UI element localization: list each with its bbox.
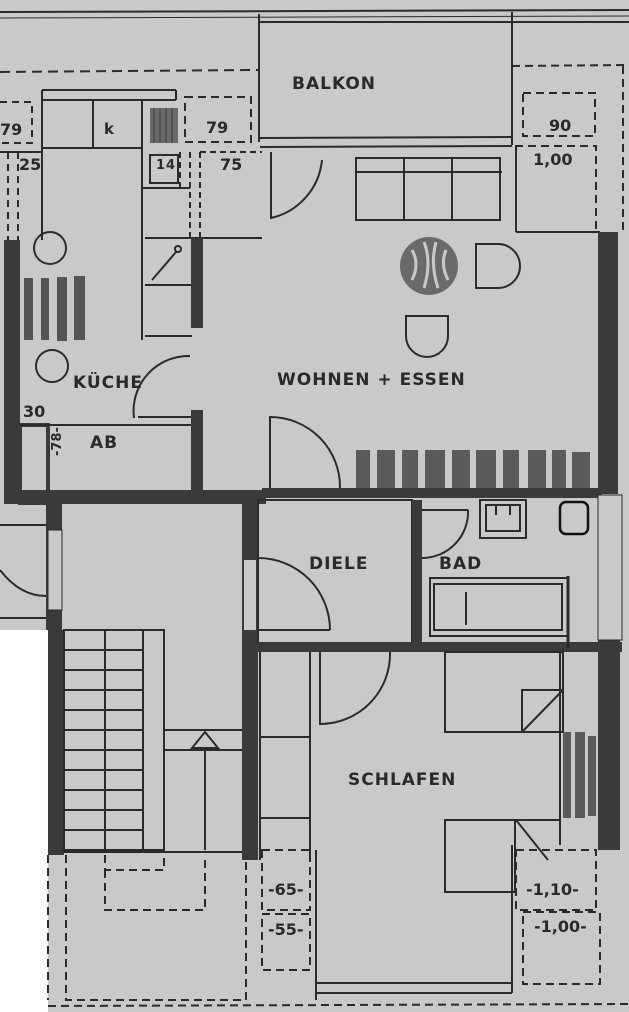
- stove-icon: [150, 108, 178, 143]
- schlafen: [259, 651, 564, 893]
- right-top-dashed: [511, 64, 629, 232]
- room-label-kueche: KÜCHE: [73, 373, 143, 393]
- toilet-icon: [558, 500, 590, 536]
- room-label-wohnen-essen: WOHNEN + ESSEN: [277, 370, 466, 390]
- room-label-bad: BAD: [439, 554, 483, 574]
- mid-wall-right: [262, 488, 602, 498]
- right-exterior-wall: [598, 232, 618, 494]
- stairs-icon: [63, 629, 242, 851]
- kitchen-wall-lower: [191, 410, 203, 500]
- sofa-icon: [355, 157, 502, 221]
- chair-icon: [475, 243, 521, 289]
- kitchen-fixtures: [20, 231, 192, 426]
- dim-kitchen-79: 79: [206, 118, 229, 137]
- bottom-solid-lines: [64, 845, 513, 1000]
- chair-icon: [405, 315, 449, 358]
- bottom-dashed-fixtures: [47, 849, 629, 1007]
- mid-wall-left: [4, 490, 266, 504]
- room-label-diele: DIELE: [309, 554, 369, 574]
- switch-icon: [151, 245, 182, 281]
- dim-kitchen-30: 30: [23, 402, 46, 421]
- balcony: [258, 12, 629, 148]
- left-lower-room: [0, 524, 47, 619]
- kitchen-wall: [191, 238, 203, 328]
- top-border: [0, 9, 629, 73]
- curtain-icon: [563, 732, 596, 818]
- dim-kitchen-75: 75: [220, 155, 243, 174]
- kitchen-door-swing: [132, 354, 191, 419]
- room-label-ab: AB: [90, 433, 119, 453]
- balcony-door-swing: [270, 152, 323, 220]
- dim-right-90: 90: [549, 116, 572, 135]
- plants-icon: [24, 276, 85, 341]
- dim-ab-78: -78-: [50, 427, 65, 456]
- bad: [421, 509, 570, 648]
- dim-top-left-25: 25: [19, 155, 42, 174]
- kitchen-label-14: 14: [156, 158, 177, 173]
- left-top-fixtures: [0, 89, 262, 340]
- blank-area: [0, 630, 48, 1012]
- dim-top-left-79: 79: [0, 120, 23, 139]
- stair-left-wall: [48, 630, 64, 855]
- dim-bottom-100: -1,00-: [534, 917, 587, 936]
- sink-icon: [479, 499, 527, 539]
- dim-bottom-55: -55-: [268, 920, 304, 939]
- dim-bottom-110: -1,10-: [526, 880, 579, 899]
- dim-bottom-65: -65-: [268, 880, 304, 899]
- diele-schlafen-wall: [252, 642, 622, 652]
- stair-right-wall: [242, 500, 258, 860]
- right-exterior-wall-lower: [598, 640, 620, 850]
- kitchen-label-k: k: [104, 120, 115, 138]
- plants-icon: [356, 450, 590, 488]
- kitchen-left-wall: [4, 240, 20, 502]
- diele-door-opening: [244, 560, 256, 630]
- table-plant-icon: [400, 237, 458, 295]
- bad-window: [597, 494, 623, 641]
- diele-bad-wall: [412, 500, 422, 645]
- dim-right-100: 1,00: [533, 150, 573, 169]
- room-label-schlafen: SCHLAFEN: [348, 770, 457, 790]
- wohnen-door-swing: [269, 415, 342, 489]
- window: [47, 529, 63, 611]
- room-label-balkon: BALKON: [292, 74, 377, 94]
- ab-window: [22, 437, 38, 490]
